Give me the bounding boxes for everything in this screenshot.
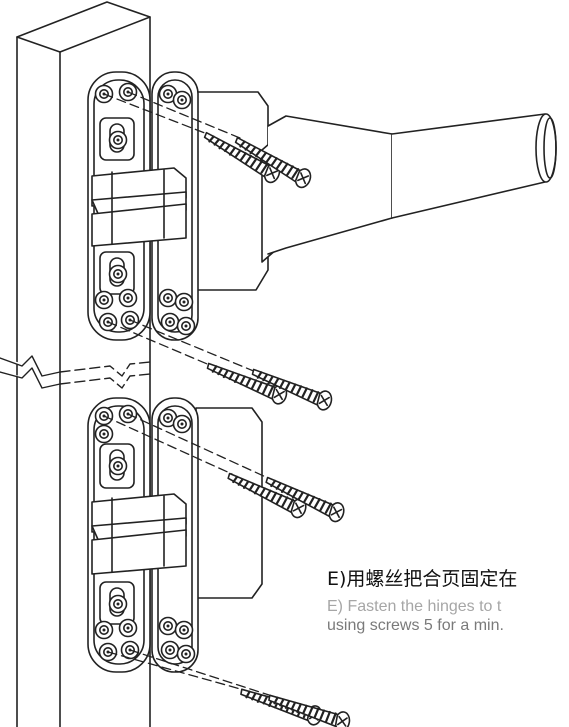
screw-set-lower-frame xyxy=(236,688,353,727)
screw-set-upper-frame xyxy=(202,362,336,413)
upper-hinge xyxy=(87,71,199,341)
screw-alignment-lines xyxy=(103,91,273,697)
caption-english-line-1: E) Fasten the hinges to t xyxy=(327,598,502,615)
caption-chinese: E)用螺丝把合页固定在 xyxy=(327,568,518,590)
lower-hinge xyxy=(87,397,199,673)
caption-english-line-2: using screws 5 for a min. xyxy=(327,617,504,634)
